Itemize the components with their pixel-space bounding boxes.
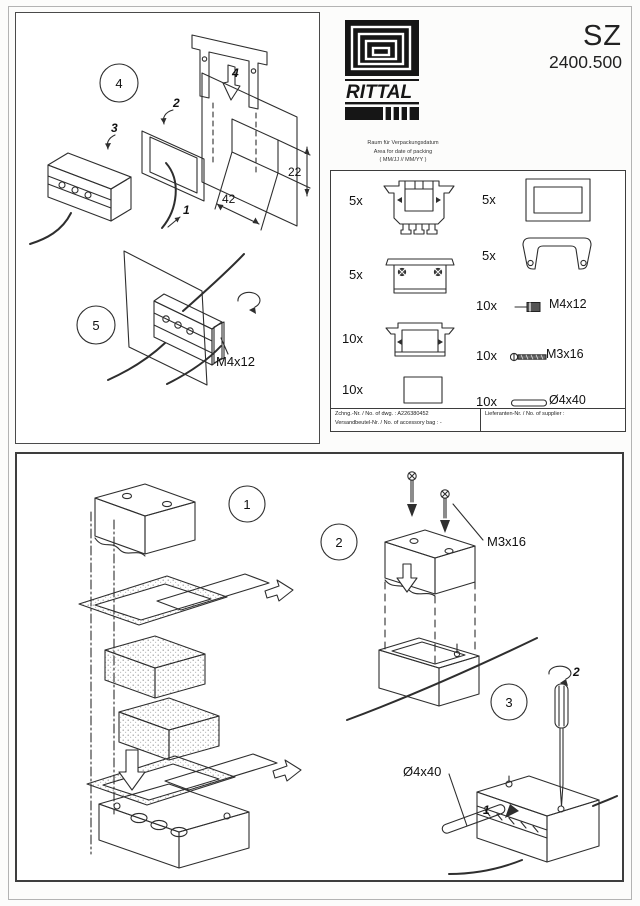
- clamp-plate-with-screws-icon: [385, 258, 455, 294]
- qty-dowel-rod: 10x: [476, 394, 497, 409]
- qty-entry-frame: 10x: [342, 331, 363, 346]
- rittal-logo: RITTAL: [345, 20, 419, 120]
- step-5-illustration: 5 M4x12: [76, 250, 261, 386]
- qty-blank-plate: 10x: [342, 382, 363, 397]
- step-4-number: 4: [115, 76, 122, 91]
- drawing-number: Zchng.-Nr. / No. of dwg. : A226380452: [335, 411, 429, 417]
- cover-bracket-icon: [522, 237, 592, 270]
- accessory-bag-number: Versandbeutel-Nr. / No. of accessory bag…: [335, 420, 442, 427]
- step-3-number: 3: [505, 695, 512, 710]
- product-series: SZ: [582, 20, 622, 52]
- label-o4x40: Ø4x40: [549, 393, 586, 407]
- step-3-callout-driver: 2: [572, 665, 580, 679]
- step-1-illustration: 1: [78, 483, 302, 869]
- step-4-callout-1: 1: [183, 203, 190, 217]
- packing-date-note: Raum für Verpackungsdatum Area for date …: [336, 139, 470, 165]
- panel-steps-1-2-3: 1: [15, 452, 624, 882]
- step-2-number: 2: [335, 535, 342, 550]
- dimension-22: 22: [288, 165, 302, 179]
- entry-frame-insert-icon: [385, 322, 455, 357]
- page-border: [8, 6, 632, 900]
- screw-m3-icon: [510, 352, 547, 362]
- step-2-illustration: 2 M3x16: [320, 471, 538, 721]
- screw-m4-icon: [514, 302, 541, 312]
- step-3-callout-rod: 1: [483, 803, 490, 817]
- blank-plate-icon: [403, 376, 443, 404]
- qty-clamp-plate: 5x: [349, 267, 363, 282]
- rittal-logo-graphic: RITTAL: [345, 20, 419, 120]
- cable-gland-assembly-icon: [383, 180, 455, 235]
- qty-cover-bracket: 5x: [482, 248, 496, 263]
- rittal-wordmark: RITTAL: [346, 82, 412, 103]
- step-4-callout-3: 3: [111, 121, 118, 135]
- step-5-screw-label: M4x12: [216, 354, 255, 369]
- label-m4x12: M4x12: [549, 297, 587, 311]
- supplier-number: Lieferanten-Nr. / No. of supplier :: [485, 411, 565, 417]
- step-1-number: 1: [243, 497, 250, 512]
- step-4-illustration: 4 4 2 3 1 22 42: [29, 34, 311, 245]
- step-4-callout-4: 4: [231, 66, 239, 80]
- steps-4-5-drawing: 4 4 2 3 1 22 42: [29, 34, 311, 386]
- frame-icon: [525, 178, 591, 222]
- dimension-42: 42: [222, 192, 236, 206]
- qty-cable-gland: 5x: [349, 193, 363, 208]
- qty-frame: 5x: [482, 192, 496, 207]
- step-2-screw-label: M3x16: [487, 534, 526, 549]
- dowel-rod-icon: [510, 399, 548, 407]
- qty-screw-m4: 10x: [476, 298, 497, 313]
- packing-note-line-en: Area for date of packing: [373, 148, 433, 155]
- steps-1-2-3-drawing: 1: [78, 471, 618, 875]
- qty-screw-m3: 10x: [476, 348, 497, 363]
- label-m3x16: M3x16: [546, 347, 584, 361]
- parts-list-box: 5x 5x 10x: [330, 170, 626, 432]
- panel-steps-4-5: 4 4 2 3 1 22 42: [15, 12, 320, 444]
- step-5-number: 5: [92, 318, 99, 333]
- step-4-callout-2: 2: [172, 96, 180, 110]
- step-3-illustration: 3 Ø4x40 1 2: [403, 665, 618, 875]
- packing-note-line-de: Raum für Verpackungsdatum: [367, 140, 439, 146]
- step-3-rod-label: Ø4x40: [403, 764, 441, 779]
- parts-box-footer: Zchng.-Nr. / No. of dwg. : A226380452 Ve…: [331, 408, 625, 431]
- packing-note-line-format: ( MM/JJ // MM/YY ): [379, 157, 427, 164]
- model-number: 2400.500: [549, 52, 622, 72]
